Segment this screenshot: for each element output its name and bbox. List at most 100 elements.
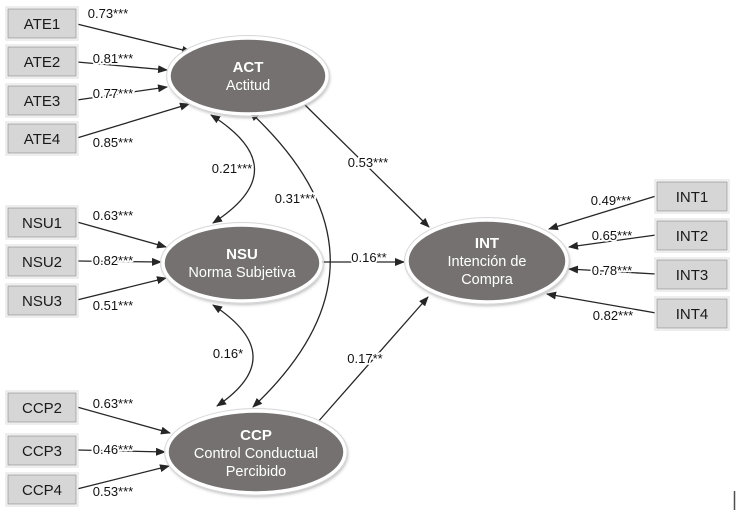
indicator-ate1: ATE1 (5, 6, 79, 41)
cov-coef-act-ccp: 0.31*** (275, 191, 315, 206)
cov-coef-nsu-ccp: 0.16* (213, 346, 243, 361)
act-name: Actitud (226, 78, 270, 94)
latent-act: ACT Actitud (166, 35, 330, 117)
act-ellipse-ring (166, 35, 330, 117)
nsu-name: Norma Subjetiva (188, 265, 296, 281)
cov-arc-act-ccp (249, 111, 331, 408)
indicator-boxes-act: ATE1 ATE2 ATE3 ATE4 (5, 6, 79, 156)
act-ellipse (167, 36, 329, 116)
loading-arrows-act (76, 23, 192, 139)
ccp3-label: CCP3 (22, 443, 62, 460)
nsu-ellipse-ring (160, 222, 324, 304)
loading-arrow-int1 (548, 195, 657, 231)
loading-ccp3: 0.46*** (93, 442, 133, 457)
indicator-int1: INT1 (654, 179, 730, 214)
ate3-box (7, 85, 77, 116)
indicator-ccp2: CCP2 (5, 390, 79, 425)
ccp4-box (7, 474, 77, 505)
loading-arrow-nsu1 (76, 221, 167, 249)
ccp-ellipse (165, 409, 347, 495)
ccp-name-line1: Control Conductual (194, 446, 318, 462)
latent-ccp: CCP Control Conductual Percibido (164, 408, 348, 496)
loading-arrow-ccp4 (76, 464, 170, 490)
nsu3-box (7, 285, 77, 316)
int3-box (656, 259, 728, 290)
int4-label: INT4 (676, 306, 709, 323)
cov-arc-nsu-ccp (212, 304, 254, 407)
nsu2-label: NSU2 (22, 254, 62, 271)
path-coef-nsu-int: 0.16** (351, 250, 386, 265)
loading-int1: 0.49*** (591, 193, 631, 208)
loading-arrows-ccp (76, 406, 171, 490)
path-act-int (303, 103, 430, 228)
ccp2-box (7, 392, 77, 423)
indicator-nsu1: NSU1 (5, 205, 79, 240)
nsu1-label: NSU1 (22, 215, 62, 232)
loading-ate2: 0.81*** (93, 51, 133, 66)
loading-arrow-ate2 (76, 61, 168, 74)
nsu2-box (7, 246, 77, 277)
int2-label: INT2 (676, 228, 709, 245)
loading-arrow-nsu2 (76, 257, 162, 266)
loading-arrow-int2 (568, 234, 657, 250)
int3-label: INT3 (676, 267, 709, 284)
loading-nsu2: 0.82*** (93, 253, 133, 268)
indicator-int2: INT2 (654, 218, 730, 253)
indicator-int4: INT4 (654, 296, 730, 331)
ccp3-box (7, 435, 77, 466)
path-coef-act-int: 0.53*** (348, 155, 388, 170)
loading-arrow-ccp3 (76, 447, 166, 456)
ate4-box (7, 123, 77, 154)
ate2-label: ATE2 (24, 54, 60, 71)
ate4-label: ATE4 (24, 131, 60, 148)
int2-box (656, 220, 728, 251)
ccp-ellipse-ring (164, 408, 348, 496)
ccp4-label: CCP4 (22, 482, 62, 499)
ccp-name-line2: Percibido (226, 464, 286, 480)
ccp-code: CCP (240, 427, 272, 444)
ate1-box (7, 8, 77, 39)
loading-arrow-nsu3 (76, 276, 167, 301)
indicator-boxes-ccp: CCP2 CCP3 CCP4 (5, 390, 79, 507)
ccp2-label: CCP2 (22, 400, 62, 417)
nsu-ellipse (161, 223, 323, 303)
loading-int4: 0.82*** (593, 308, 633, 323)
nsu1-box (7, 207, 77, 238)
ate3-label: ATE3 (24, 93, 60, 110)
cov-coef-act-nsu: 0.21*** (212, 161, 252, 176)
loading-ate4: 0.85*** (93, 135, 133, 150)
loading-ate3: 0.77*** (93, 86, 133, 101)
loading-arrows-int (546, 195, 657, 314)
indicator-nsu2: NSU2 (5, 244, 79, 279)
loading-labels: 0.73*** 0.81*** 0.77*** 0.85*** 0.63*** … (86, 4, 635, 501)
loading-arrow-ate1 (76, 23, 192, 54)
loading-arrows-nsu (76, 221, 167, 301)
loading-ccp4: 0.53*** (93, 484, 133, 499)
loading-arrow-ate4 (76, 102, 190, 139)
loading-int3: 0.78*** (592, 263, 632, 278)
loading-arrow-ate3 (76, 84, 168, 101)
int-code: INT (475, 235, 499, 252)
latent-int: INT Intención de Compra (404, 217, 570, 305)
loading-nsu1: 0.63*** (93, 208, 133, 223)
loading-arrow-int3 (568, 265, 657, 275)
loading-int2: 0.65*** (592, 228, 632, 243)
loading-ccp2: 0.63*** (93, 396, 133, 411)
path-coef-ccp-int: 0.17** (347, 351, 382, 366)
loading-nsu3: 0.51*** (93, 298, 133, 313)
indicator-int3: INT3 (654, 257, 730, 292)
loading-arrow-ccp2 (76, 406, 171, 435)
covariance-arcs (210, 111, 331, 408)
indicator-ccp4: CCP4 (5, 472, 79, 507)
ate1-label: ATE1 (24, 16, 60, 33)
int-ellipse-ring (404, 217, 570, 305)
indicator-ate2: ATE2 (5, 44, 79, 79)
indicator-boxes-int: INT1 INT2 INT3 INT4 (654, 179, 730, 331)
indicator-ate3: ATE3 (5, 83, 79, 118)
int-ellipse (405, 218, 569, 304)
path-labels: 0.53*** 0.16** 0.17** (346, 153, 390, 368)
nsu-code: NSU (226, 246, 258, 263)
structural-paths (303, 103, 430, 424)
act-code: ACT (233, 59, 264, 76)
